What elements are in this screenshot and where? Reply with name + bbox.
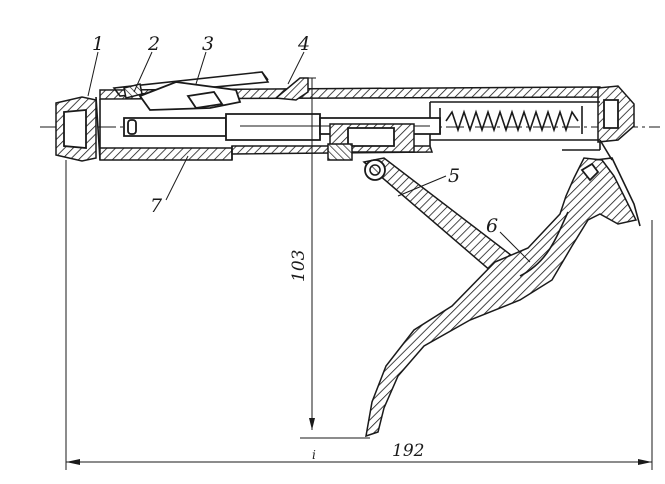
label-7: 7 [150, 195, 163, 217]
rear-cap [597, 85, 635, 143]
dimension-small-mark: i [312, 448, 316, 462]
trigger-spring [519, 211, 569, 277]
top-housing-step [274, 77, 316, 101]
dimension-height-value: 103 [289, 250, 309, 282]
label-6: 6 [486, 215, 498, 237]
slide-block [327, 123, 415, 161]
coil-spring [445, 109, 579, 133]
dimension-length-value: 192 [392, 441, 424, 461]
trigger-lever [365, 157, 641, 438]
label-5: 5 [448, 165, 460, 187]
label-2: 2 [147, 33, 160, 55]
label-4: 4 [297, 33, 310, 55]
label-1: 1 [92, 33, 104, 55]
dimension-length [65, 160, 653, 470]
muzzle-cap [55, 96, 101, 162]
top-lever [112, 71, 270, 111]
leader-lines [87, 51, 531, 263]
label-3: 3 [202, 33, 214, 55]
dimension-height [300, 78, 370, 439]
side-bracket [562, 139, 613, 161]
